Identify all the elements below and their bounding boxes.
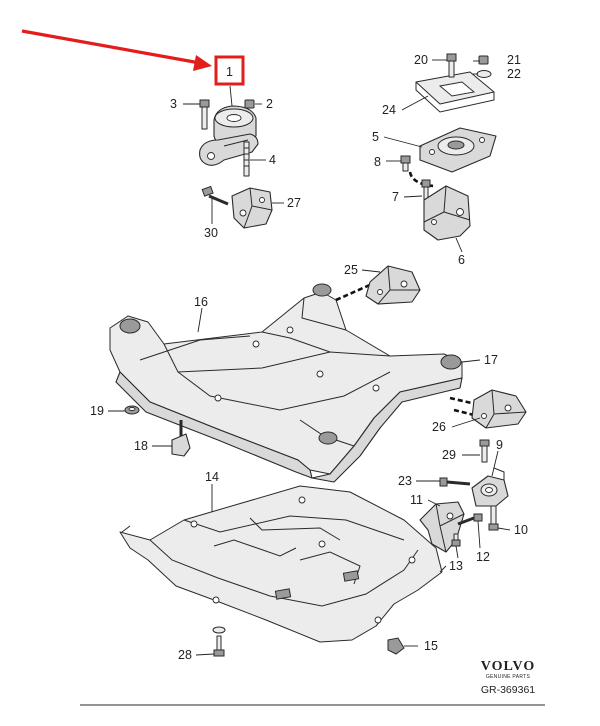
callout-6: 6 bbox=[458, 253, 465, 267]
callout-15: 15 bbox=[424, 639, 438, 653]
bolt-part-10[interactable] bbox=[488, 505, 499, 531]
callout-8: 8 bbox=[374, 155, 381, 169]
bracket-part-24[interactable] bbox=[415, 71, 495, 113]
callout-17: 17 bbox=[484, 353, 498, 367]
callout-26: 26 bbox=[432, 420, 446, 434]
callout-3: 3 bbox=[170, 97, 177, 111]
callout-1: 1 bbox=[226, 65, 233, 79]
callout-28: 28 bbox=[178, 648, 192, 662]
callout-12: 12 bbox=[476, 550, 490, 564]
callout-23: 23 bbox=[398, 474, 412, 488]
bolt-part-29[interactable] bbox=[479, 439, 490, 463]
bolt-part-30[interactable] bbox=[201, 185, 229, 206]
bracket-part-27[interactable] bbox=[231, 187, 273, 229]
engine-mount-part-1[interactable] bbox=[199, 105, 259, 166]
callout-16: 16 bbox=[194, 295, 208, 309]
bracket-part-18[interactable] bbox=[171, 420, 191, 457]
bolt-part-8[interactable] bbox=[400, 155, 411, 172]
bolt-part-23[interactable] bbox=[439, 477, 471, 487]
washer-part-22[interactable] bbox=[476, 70, 492, 78]
callout-21: 21 bbox=[507, 53, 521, 67]
leader-lines bbox=[108, 59, 511, 656]
clip-part-15[interactable] bbox=[387, 637, 405, 655]
callout-7: 7 bbox=[392, 190, 399, 204]
nut-part-19[interactable] bbox=[124, 405, 140, 415]
callout-20: 20 bbox=[414, 53, 428, 67]
callout-29: 29 bbox=[442, 448, 456, 462]
callout-22: 22 bbox=[507, 67, 521, 81]
brand-sub: GENUINE PARTS bbox=[486, 674, 531, 680]
bracket-part-6[interactable] bbox=[423, 185, 471, 241]
bolt-part-28[interactable] bbox=[212, 626, 226, 657]
callout-13: 13 bbox=[449, 559, 463, 573]
callout-2: 2 bbox=[266, 97, 273, 111]
callout-18: 18 bbox=[134, 439, 148, 453]
bolt-part-20[interactable] bbox=[446, 53, 457, 78]
callout-19: 19 bbox=[90, 404, 104, 418]
bracket-part-26[interactable] bbox=[471, 389, 527, 429]
callout-11: 11 bbox=[410, 493, 423, 507]
callout-10: 10 bbox=[514, 523, 528, 537]
callout-25: 25 bbox=[344, 263, 358, 277]
nut-part-2[interactable] bbox=[244, 99, 255, 109]
splash-shield-part-14[interactable] bbox=[119, 485, 447, 643]
highlight-box bbox=[214, 55, 245, 86]
subframe-part-16[interactable] bbox=[109, 283, 463, 483]
callout-9: 9 bbox=[496, 438, 503, 452]
nut-part-21[interactable] bbox=[478, 55, 489, 65]
bolt-part-3[interactable] bbox=[199, 99, 210, 130]
mount-part-5[interactable] bbox=[419, 127, 497, 173]
torque-rod-part-9[interactable] bbox=[471, 467, 509, 507]
callout-4: 4 bbox=[269, 153, 276, 167]
callout-5: 5 bbox=[372, 130, 379, 144]
callout-27: 27 bbox=[287, 196, 301, 210]
reference-number: GR-369361 bbox=[481, 684, 535, 696]
callout-24: 24 bbox=[382, 103, 396, 117]
callout-14: 14 bbox=[205, 470, 219, 484]
stud-part-4[interactable] bbox=[243, 141, 250, 177]
highlight-arrow bbox=[21, 29, 212, 71]
brand-logo: VOLVO bbox=[481, 659, 536, 674]
bracket-part-25[interactable] bbox=[365, 265, 421, 305]
callout-30: 30 bbox=[204, 226, 218, 240]
